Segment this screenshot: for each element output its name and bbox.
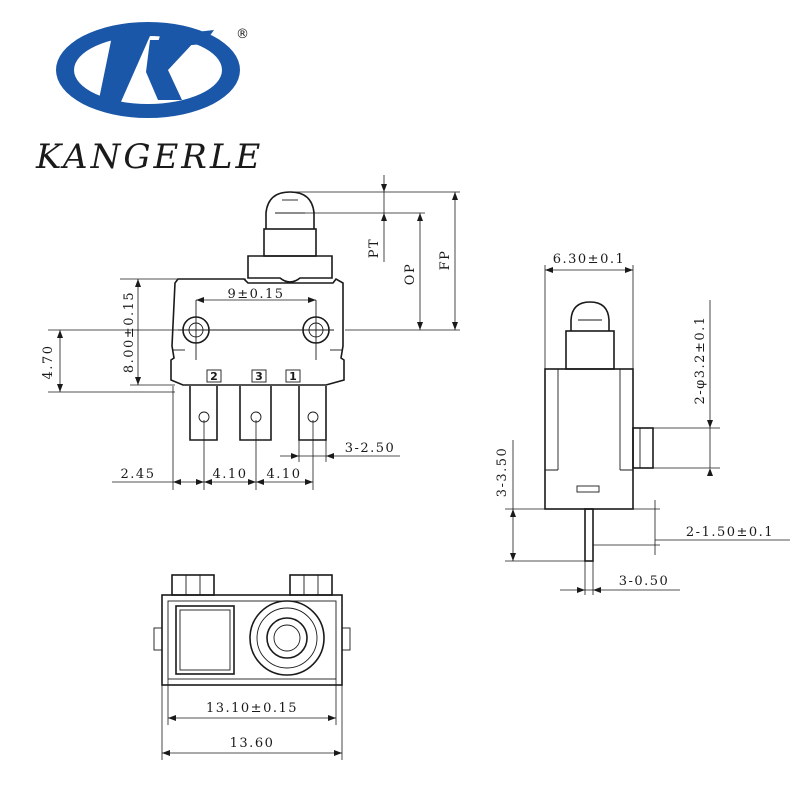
pin-label-3: 3 <box>255 370 263 383</box>
switch-body <box>170 277 345 386</box>
dim-height-mount: 8.00±0.15 <box>122 291 137 373</box>
dim-pitch-left: 2.45 <box>121 467 156 482</box>
bottom-view: 13.10±0.15 13.60 <box>153 574 351 760</box>
dim-bottom-inner-width: 13.10±0.15 <box>206 701 298 716</box>
terminal-2 <box>189 386 218 441</box>
registered-mark: ® <box>236 27 249 42</box>
terminal-1 <box>298 386 327 441</box>
dim-pitch-2: 4.10 <box>267 467 302 482</box>
bottom-terminal-left <box>171 574 215 596</box>
logo-k-stem <box>98 36 150 104</box>
bottom-body <box>161 594 343 686</box>
bottom-window <box>175 605 235 675</box>
dim-op: OP <box>403 263 418 285</box>
dim-side-width: 6.30±0.1 <box>553 252 626 267</box>
bottom-terminal-right <box>289 574 333 596</box>
dim-side-pin-thickness: 3-0.50 <box>619 574 670 589</box>
dim-height-lower: 4.70 <box>41 345 56 380</box>
actuator-dome <box>265 191 315 229</box>
dim-side-terminal-thickness: 2-1.50±0.1 <box>686 525 774 540</box>
dim-pitch-1: 4.10 <box>213 467 248 482</box>
side-actuator-neck <box>565 330 615 370</box>
front-view: 2 3 1 9±0.15 8.00±0.15 4.70 PT <box>41 175 460 490</box>
dim-side-hole: 2-φ3.2±0.1 <box>693 315 708 404</box>
dim-pt: PT <box>367 238 382 258</box>
terminal-3 <box>239 386 272 441</box>
pin-label-2: 2 <box>210 370 218 383</box>
actuator-neck <box>263 228 317 257</box>
side-view: 6.30±0.1 2-φ3.2±0.1 3-3.50 2-1.50±0.1 3-… <box>495 252 790 595</box>
actuator-collar <box>247 255 333 283</box>
side-terminal <box>584 508 594 562</box>
brand-name: KANGERLE <box>35 137 263 177</box>
bottom-actuator-ring <box>249 600 325 676</box>
side-tab <box>632 427 654 469</box>
pin-label-1: 1 <box>289 370 297 383</box>
brand-logo: ® KANGERLE <box>35 22 263 177</box>
logo-k-top <box>156 30 214 48</box>
dim-terminal-width: 3-2.50 <box>345 441 396 456</box>
dim-bottom-outer-width: 13.60 <box>230 736 275 751</box>
side-slot <box>576 485 600 493</box>
dim-fp: FP <box>438 250 453 271</box>
dim-pin-spacing: 9±0.15 <box>227 287 284 302</box>
dim-side-terminal-length: 3-3.50 <box>495 447 510 498</box>
logo-k-arm <box>146 40 196 100</box>
pin-label-box-3 <box>251 369 267 383</box>
pin-label-box-1 <box>285 369 301 383</box>
pin-label-box-2 <box>206 369 222 383</box>
side-actuator-dome <box>570 301 610 331</box>
